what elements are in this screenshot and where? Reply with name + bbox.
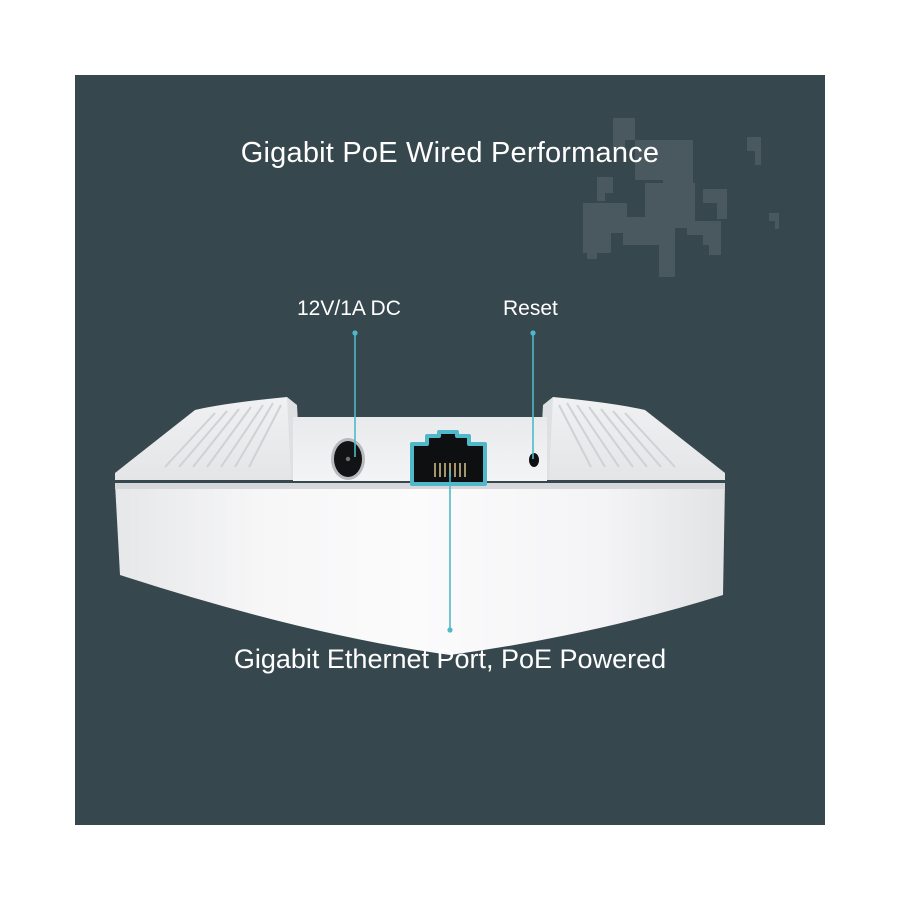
rj45-port-icon <box>410 430 487 486</box>
dc-power-jack-icon <box>331 438 365 480</box>
reset-pinhole-icon <box>529 453 539 467</box>
right-vent-wing <box>540 397 725 480</box>
left-vent-wing <box>115 397 300 480</box>
access-point-device <box>115 330 725 655</box>
device-base <box>115 483 725 655</box>
headline: Gigabit PoE Wired Performance <box>240 137 660 169</box>
power-port-label: 12V/1A DC <box>297 297 401 320</box>
decorative-pixel-pattern <box>583 118 779 277</box>
product-feature-panel: Gigabit PoE Wired Performance 12V/1A DC … <box>75 75 825 825</box>
ethernet-port-label: Gigabit Ethernet Port, PoE Powered <box>233 644 667 674</box>
reset-label: Reset <box>503 297 558 320</box>
